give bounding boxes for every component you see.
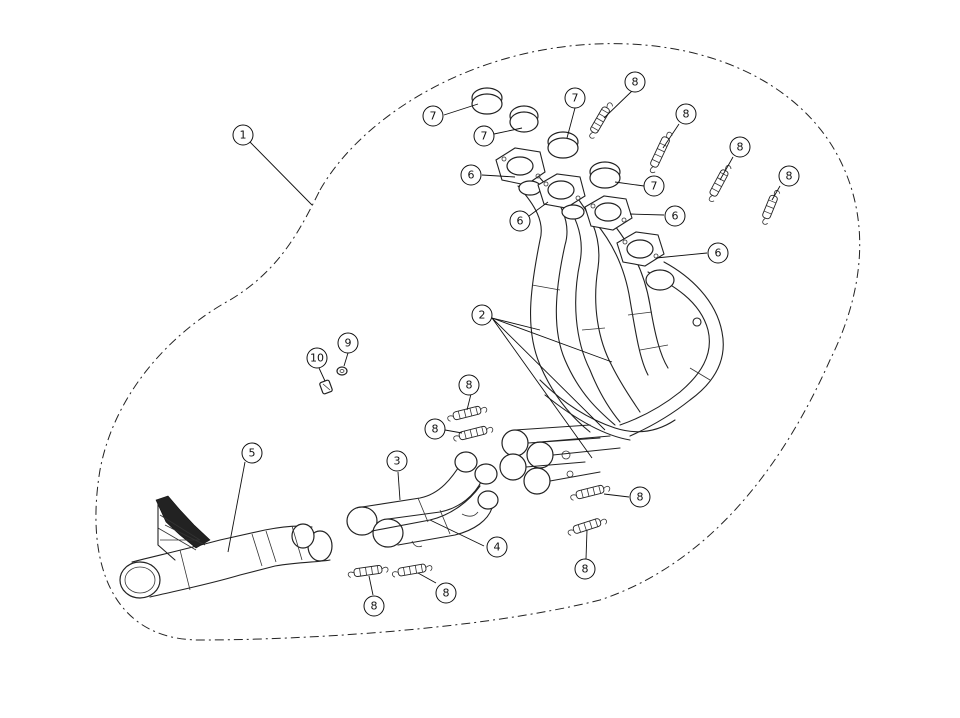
callout-spring-4: 8 [778,165,800,187]
spring-1 [589,102,613,139]
svg-text:8: 8 [371,600,378,613]
flange-1 [495,147,546,196]
callout-flange-3: 6 [664,205,686,227]
callout-spring-6: 8 [424,418,446,440]
svg-text:8: 8 [632,76,639,89]
gasket-1 [471,87,503,115]
small-hardware [319,366,348,395]
spring-5 [447,405,488,422]
svg-text:8: 8 [637,491,644,504]
callout-nut: 9 [337,332,359,354]
callout-spring-9: 8 [363,595,385,617]
bolt [319,379,333,395]
callout-spring-3: 8 [729,136,751,158]
flange-2 [537,173,586,220]
gasket-2 [509,105,539,133]
header-pipes [499,177,724,495]
svg-text:6: 6 [517,215,524,228]
callout-assembly: 1 [232,124,254,146]
svg-text:7: 7 [481,130,488,143]
svg-text:6: 6 [672,210,679,223]
svg-text:8: 8 [683,108,690,121]
spring-10 [391,563,433,578]
svg-text:8: 8 [432,423,439,436]
silencer-mid-pipe [119,495,333,599]
assembly-boundary [95,43,861,641]
callout-bolt: 10 [306,347,328,369]
callout-gasket-4: 7 [643,175,665,197]
flange-3 [584,195,633,231]
callout-silencer: 5 [241,442,263,464]
callout-gasket-2: 7 [473,125,495,147]
gasket-3 [547,131,579,159]
spring-3 [708,165,732,202]
link-pipes [346,451,499,548]
callout-link-pipe-a: 3 [386,450,408,472]
spring-6 [453,425,494,442]
svg-text:4: 4 [494,541,501,554]
leader-lines [227,90,781,596]
spring-9 [347,565,389,578]
callout-header: 2 [471,304,493,326]
svg-text:3: 3 [394,455,401,468]
svg-text:7: 7 [651,180,658,193]
svg-text:10: 10 [310,352,324,365]
callout-spring-2: 8 [675,103,697,125]
svg-text:8: 8 [737,141,744,154]
callout-flange-1: 6 [460,164,482,186]
spring-2 [649,131,673,174]
callout-spring-7: 8 [629,486,651,508]
svg-text:7: 7 [430,110,437,123]
svg-text:1: 1 [240,129,247,142]
callout-spring-10: 8 [435,582,457,604]
svg-text:6: 6 [715,247,722,260]
gaskets [471,87,621,189]
svg-text:8: 8 [786,170,793,183]
svg-text:8: 8 [443,587,450,600]
callout-spring-1: 8 [624,71,646,93]
nut [336,366,348,376]
svg-text:8: 8 [582,563,589,576]
flanges [495,147,675,291]
callout-link-pipe-b: 4 [486,536,508,558]
callout-spring-8: 8 [574,558,596,580]
svg-text:7: 7 [572,92,579,105]
springs [347,102,781,578]
callouts: 1 2 3 4 5 6 6 6 [232,71,800,617]
spring-7 [570,484,611,501]
flange-4 [616,231,675,291]
spring-4 [762,190,781,225]
callout-flange-2: 6 [509,210,531,232]
gasket-4 [589,161,621,189]
callout-gasket-3: 7 [564,87,586,109]
spring-8 [567,518,607,536]
svg-text:5: 5 [249,447,256,460]
callout-flange-4: 6 [707,242,729,264]
svg-text:8: 8 [466,379,473,392]
callout-spring-5: 8 [458,374,480,396]
svg-text:6: 6 [468,169,475,182]
callout-gasket-1: 7 [422,105,444,127]
svg-text:2: 2 [479,309,486,322]
svg-text:9: 9 [345,337,352,350]
